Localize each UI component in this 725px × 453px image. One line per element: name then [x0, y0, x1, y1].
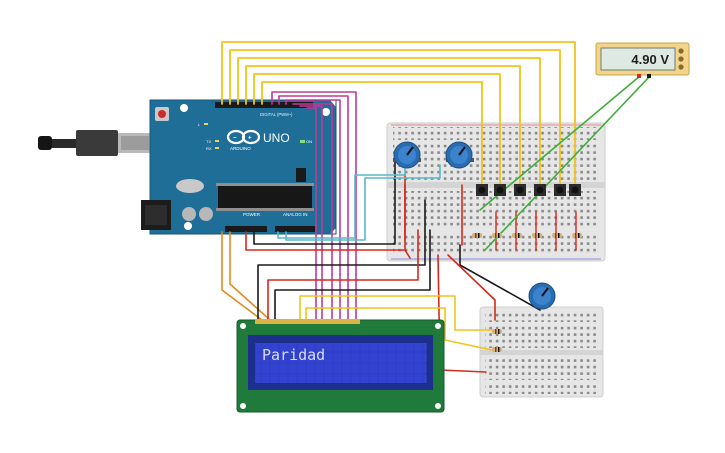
atmega-chip — [218, 186, 312, 208]
resistor — [572, 233, 582, 238]
crystal-oscillator — [176, 179, 204, 193]
resistor — [512, 233, 522, 238]
usb-cable[interactable] — [38, 130, 152, 156]
lcd-pin-row[interactable] — [255, 319, 360, 324]
power-on-led — [300, 140, 305, 143]
multimeter[interactable]: 4.90 V — [595, 42, 690, 78]
push-button — [569, 184, 581, 196]
power-pin-header[interactable] — [225, 226, 267, 232]
push-button — [476, 184, 488, 196]
multimeter-probe-port[interactable] — [678, 48, 684, 54]
secondary-breadboard[interactable] — [479, 306, 604, 398]
svg-text:−: − — [233, 136, 237, 142]
digital-header-label: DIGITAL (PWM~) — [260, 112, 293, 117]
potentiometer-1[interactable] — [393, 141, 421, 169]
analog-header-label: ANALOG IN — [283, 212, 308, 217]
tx-led — [215, 140, 219, 142]
resistor — [492, 233, 502, 238]
multimeter-probe-port[interactable] — [678, 56, 684, 62]
analog-pin-header[interactable] — [275, 226, 315, 232]
arduino-uno-board[interactable]: DIGITAL (PWM~) − + UNO ARDUINO TX RX L O… — [141, 99, 337, 235]
multimeter-probe-port[interactable] — [678, 64, 684, 70]
arduino-model-label: UNO — [263, 131, 290, 145]
l-led-label: L — [198, 122, 201, 127]
resistor — [492, 329, 502, 334]
icsp-header[interactable] — [296, 168, 306, 182]
rx-led-label: RX — [206, 146, 212, 151]
tx-led-label: TX — [206, 139, 211, 144]
resistor — [552, 233, 562, 238]
push-button — [534, 184, 546, 196]
push-button — [514, 184, 526, 196]
resistor — [472, 233, 482, 238]
resistor — [532, 233, 542, 238]
arduino-infinity-logo: − + — [226, 129, 261, 145]
jumper-wires[interactable] — [221, 41, 651, 373]
lcd-text-line-1: Paridad — [262, 346, 325, 364]
resistors[interactable] — [472, 233, 582, 352]
capacitor — [182, 207, 196, 221]
digital-pin-header[interactable] — [215, 102, 313, 108]
push-button — [554, 184, 566, 196]
rx-led — [215, 147, 219, 149]
push-buttons[interactable] — [476, 184, 581, 196]
potentiometer-2[interactable] — [445, 141, 474, 169]
resistor — [492, 347, 502, 352]
arduino-brand-label: ARDUINO — [230, 146, 251, 151]
svg-text:+: + — [248, 136, 252, 142]
potentiometer-lcd-contrast[interactable] — [528, 282, 556, 310]
power-header-label: POWER — [243, 212, 261, 217]
lcd-16x2-display[interactable]: Paridad — [236, 319, 445, 413]
l-led — [204, 123, 208, 125]
push-button — [494, 184, 506, 196]
capacitor — [199, 207, 213, 221]
multimeter-reading: 4.90 V — [631, 52, 669, 67]
multimeter-display — [600, 47, 676, 71]
power-on-label: ON — [306, 139, 312, 144]
